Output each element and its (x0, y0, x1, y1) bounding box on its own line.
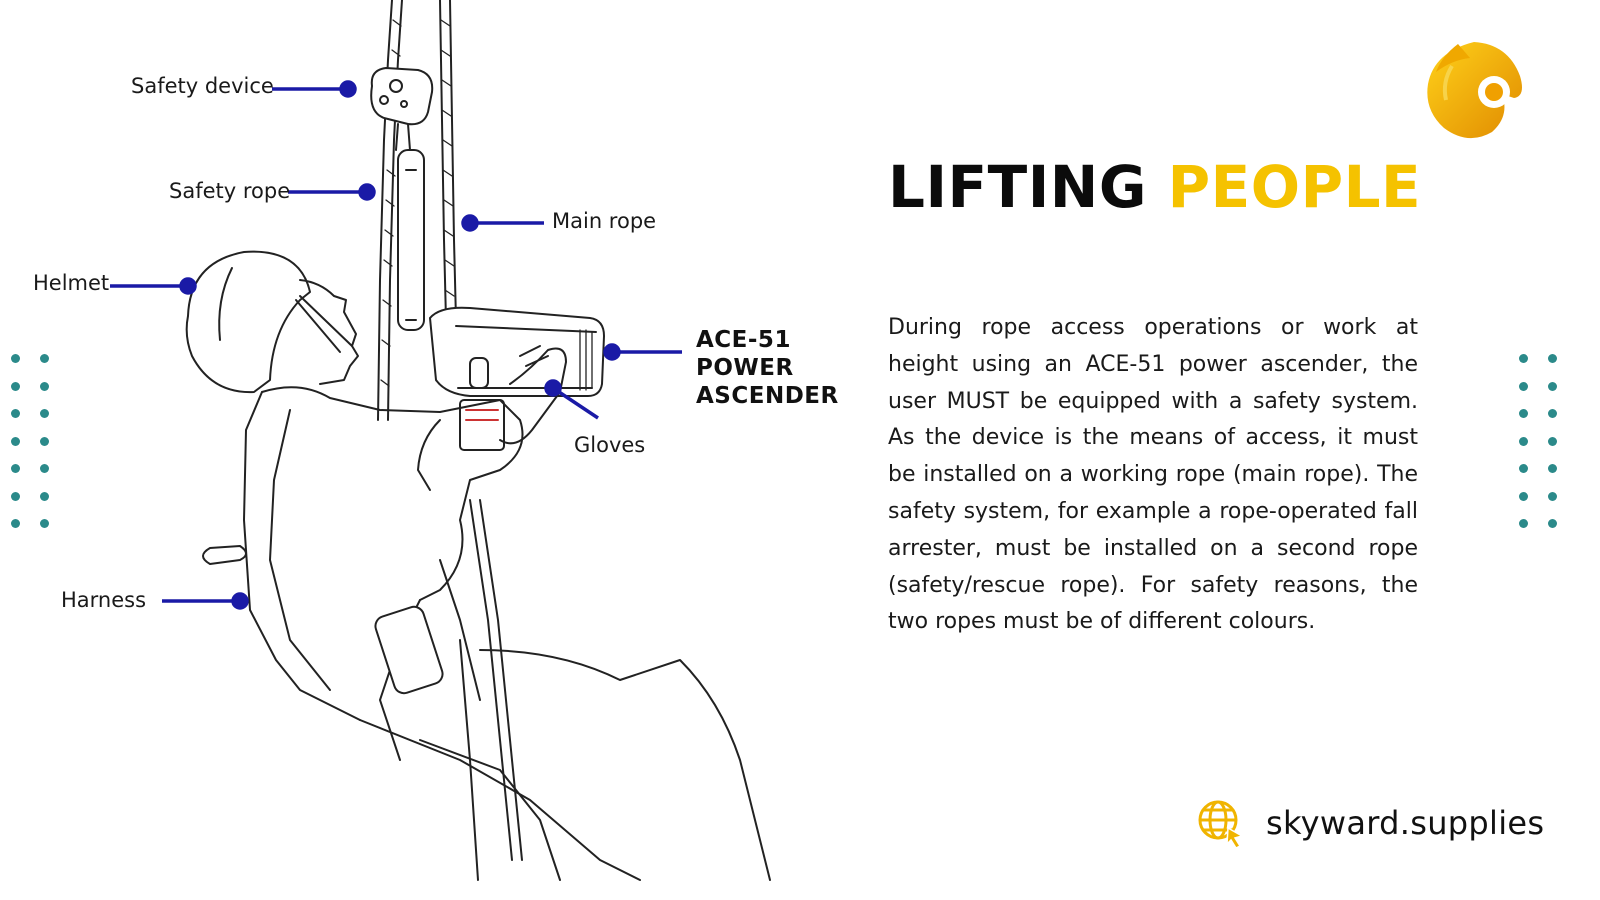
ascender-callout-dot (603, 343, 621, 361)
safety-device-drawing (370, 67, 434, 331)
safety-rope-callout-dot (358, 183, 376, 201)
power-ascender-drawing (429, 306, 605, 451)
gloves-callout-dot (544, 379, 562, 397)
worker-figure-drawing (185, 250, 771, 881)
main-rope-callout-dot (461, 214, 479, 232)
decorative-dots-right (1519, 354, 1557, 528)
title-word-lifting: LIFTING (888, 153, 1147, 221)
gloves-label: Gloves (574, 433, 646, 457)
main-rope-label: Main rope (552, 209, 657, 233)
safety-device-callout-dot (339, 80, 357, 98)
product-name-line1: ACE-51 (696, 327, 791, 353)
globe-cursor-icon (1198, 800, 1244, 848)
product-name-line2: POWER (696, 355, 794, 381)
title-word-people: PEOPLE (1167, 153, 1422, 221)
decorative-dots-left (11, 354, 49, 528)
safety-rope-label: Safety rope (169, 179, 291, 203)
helmet-callout-dot (179, 277, 197, 295)
website-url[interactable]: skyward.supplies (1266, 804, 1545, 842)
helmet-label: Helmet (33, 271, 110, 295)
description-paragraph: During rope access operations or work at… (888, 315, 1418, 635)
gloves-callout-line (552, 386, 599, 420)
product-name-line3: ASCENDER (696, 383, 839, 409)
harness-callout-dot (231, 592, 249, 610)
rope-access-illustration (110, 0, 771, 881)
eagle-head-logo-icon (1427, 42, 1522, 139)
website-footer[interactable]: skyward.supplies (1196, 798, 1544, 848)
safety-device-label: Safety device (131, 74, 274, 98)
main-rope-drawing (439, 0, 523, 881)
product-name-label: ACE-51 POWER ASCENDER (696, 326, 839, 410)
page-title: LIFTING PEOPLE (888, 158, 1421, 216)
harness-label: Harness (61, 588, 147, 612)
